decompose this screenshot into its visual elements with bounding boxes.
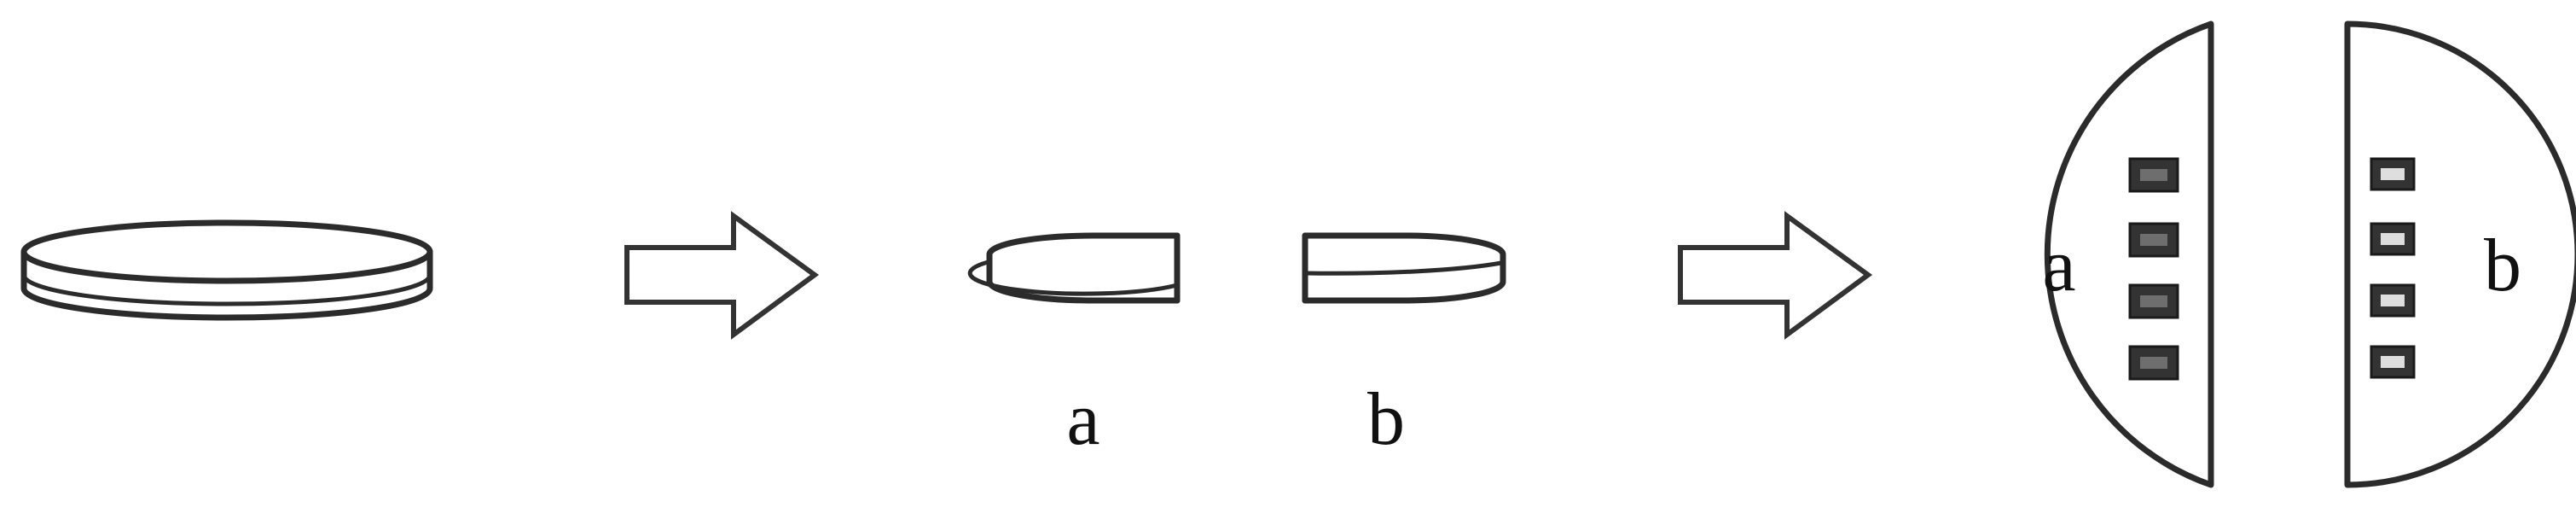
half-disc-a [967, 232, 1181, 304]
chip-b-4 [2370, 345, 2416, 379]
piece-a-label: a [1066, 378, 1099, 461]
half-face-b [2344, 20, 2576, 488]
step-arrow-1 [624, 211, 820, 340]
half-b-label: b [2484, 225, 2521, 307]
half-a-label: a [2042, 225, 2075, 307]
chip-a-2 [2128, 222, 2179, 258]
chip-a-4 [2128, 345, 2179, 381]
whole-disc [20, 219, 433, 321]
step-arrow-2 [1678, 211, 1873, 340]
piece-b-label: b [1367, 378, 1405, 461]
half-disc-b [1302, 232, 1506, 304]
half-face-a [2044, 20, 2214, 488]
